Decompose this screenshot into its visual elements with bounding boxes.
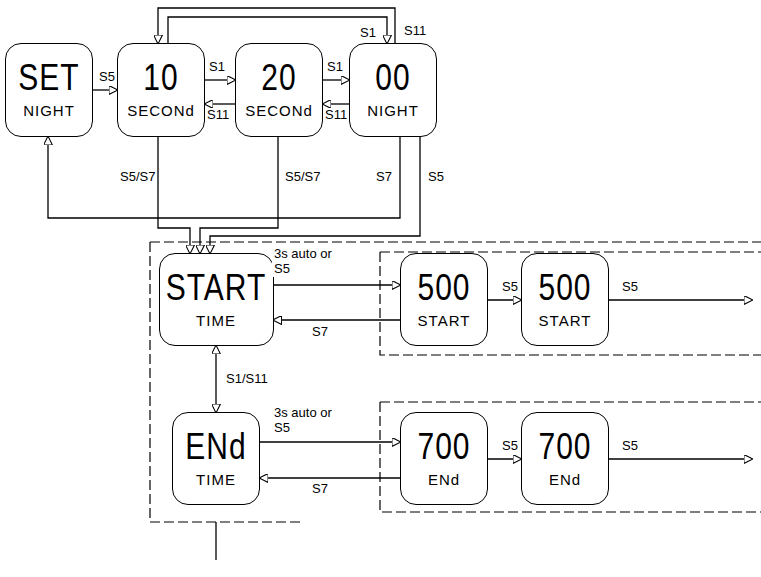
lcd-screen: 10SECONd — [117, 43, 205, 137]
display-digits: START — [166, 266, 267, 307]
transition-arrow — [210, 137, 420, 253]
display-caption: ENd — [549, 472, 581, 489]
button-label: S5 — [500, 439, 520, 454]
button-label: 3s auto or S5 — [272, 247, 346, 277]
button-label: S5/S7 — [118, 170, 157, 185]
transition-arrow — [488, 299, 521, 300]
lcd-screen: ENdTIME — [172, 412, 260, 505]
display-digits: 10 — [143, 56, 178, 97]
display-caption: START — [539, 313, 592, 330]
display-caption: NIGHT — [367, 103, 419, 120]
dashed-group — [150, 242, 761, 522]
button-label: S7 — [374, 170, 394, 185]
display-digits: 700 — [417, 425, 470, 466]
display-caption: ENd — [428, 472, 460, 489]
button-label: S1 — [358, 26, 378, 41]
display-digits: 20 — [261, 56, 296, 97]
transition-arrow — [323, 103, 349, 104]
button-label: S1 — [325, 60, 345, 75]
lcd-screen: 500START — [521, 253, 609, 346]
button-label: S7 — [310, 482, 330, 497]
transition-arrow — [205, 79, 235, 80]
display-caption: SECONd — [245, 103, 313, 120]
exit-arrow — [609, 299, 752, 300]
display-caption: SECONd — [127, 103, 195, 120]
display-digits: 00 — [375, 56, 410, 97]
display-digits: SET — [18, 56, 79, 97]
display-caption: TIME — [196, 313, 236, 330]
exit-line — [215, 522, 216, 560]
button-label: S11 — [402, 24, 428, 39]
button-label: 3s auto or S5 — [272, 406, 346, 436]
lcd-screen: START TIME — [159, 253, 274, 346]
exit-arrow — [609, 458, 752, 459]
button-label: S7 — [310, 325, 330, 340]
transition-arrow — [260, 477, 400, 478]
button-label: S1 — [207, 60, 227, 75]
transition-arrow — [274, 284, 401, 285]
lcd-screen: 700ENd — [521, 412, 609, 505]
display-digits: ENd — [185, 425, 246, 466]
transition-arrow — [158, 8, 395, 43]
display-digits: 500 — [538, 266, 591, 307]
display-caption: NIGHT — [23, 103, 75, 120]
button-label: S5 — [620, 439, 640, 454]
button-label: S5 — [426, 170, 446, 185]
display-caption: START — [418, 313, 471, 330]
transition-arrow — [274, 319, 401, 320]
display-digits: 700 — [538, 425, 591, 466]
lcd-screen: 20SECONd — [235, 43, 323, 137]
transition-arrow — [488, 458, 521, 459]
lcd-screen: 500START — [400, 253, 488, 346]
button-label: S1/S11 — [224, 372, 270, 387]
lcd-screen: 700ENd — [400, 412, 488, 505]
lcd-screen: 00NIGHT — [349, 43, 437, 137]
display-caption: TIME — [196, 472, 236, 489]
transition-arrow — [323, 79, 349, 80]
dashed-group — [380, 402, 761, 512]
button-label: S5/S7 — [283, 170, 322, 185]
button-label: S11 — [323, 108, 349, 123]
transition-arrow — [158, 137, 190, 253]
button-label: S5 — [97, 70, 117, 85]
button-label: S5 — [620, 280, 640, 295]
dashed-group — [380, 252, 761, 355]
transition-arrow — [205, 103, 235, 104]
button-label: S5 — [500, 280, 520, 295]
transition-arrow — [215, 346, 216, 412]
transition-arrow — [260, 441, 400, 442]
lcd-screen: SET NIGHT — [5, 43, 93, 137]
transition-arrow — [168, 17, 387, 43]
button-label: S11 — [205, 108, 231, 123]
display-digits: 500 — [417, 266, 470, 307]
transition-arrow — [93, 89, 117, 90]
transition-arrow — [48, 137, 400, 218]
